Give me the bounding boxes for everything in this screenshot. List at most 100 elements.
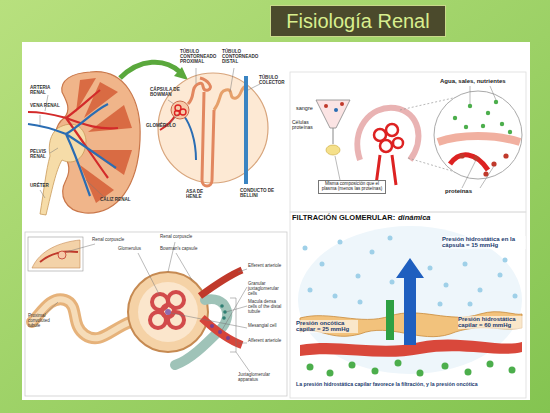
protein-dot <box>503 153 508 158</box>
water-dot <box>486 111 490 115</box>
magnified-circle <box>434 91 522 179</box>
filtrate-dot <box>338 240 343 245</box>
filtrate-dot <box>358 300 363 305</box>
inset-frame <box>28 237 83 271</box>
part-label: sangre <box>296 106 326 112</box>
filtrate-dot <box>468 302 473 307</box>
part-label: TÚBULO CONTORNEADO DISTAL <box>222 50 262 65</box>
protein-dot <box>487 361 494 368</box>
leader-line <box>138 253 160 296</box>
leader-line <box>170 114 178 124</box>
leader-line <box>40 115 41 125</box>
filtration-membrane <box>438 136 520 142</box>
water-dot <box>494 100 498 104</box>
filtrate-dot <box>388 236 393 241</box>
proximal-tubule <box>188 78 210 104</box>
part-label: URÉTER <box>30 184 60 189</box>
glomerulus-loop <box>180 109 186 115</box>
filtrate-dot <box>370 250 375 255</box>
protein-dot <box>395 360 402 367</box>
glomerulus-loop <box>393 138 403 148</box>
protein-dot <box>372 368 379 375</box>
leader-line <box>45 95 48 111</box>
water-dot <box>453 116 457 120</box>
filtrate-dot <box>478 288 483 293</box>
part-label: Glomerulus <box>118 247 152 252</box>
part-label: TÚBULO CONTORNEADO PROXIMAL <box>180 50 220 65</box>
part-label: Efferent arteriole <box>248 264 284 269</box>
filtrate-dot <box>390 280 395 285</box>
glomerulus <box>150 292 184 328</box>
filter-funnel <box>316 100 350 128</box>
water-dot <box>508 130 512 134</box>
leader-line <box>66 244 95 252</box>
water-dot <box>500 122 504 126</box>
inset-vessel <box>40 251 78 262</box>
filtrate-dot <box>463 262 468 267</box>
part-label: Mesangial cell <box>248 324 284 329</box>
leader-line <box>222 287 247 330</box>
protein-dot <box>459 153 464 158</box>
leader-line <box>168 100 174 104</box>
protein-dot <box>442 363 449 370</box>
protein-dot <box>334 108 338 112</box>
leader-line <box>335 156 340 180</box>
leader-lines <box>45 242 250 372</box>
filtrate-dot <box>498 273 503 278</box>
part-label: Bowman's capsule <box>160 247 204 252</box>
filtrate-dot <box>503 258 508 263</box>
leader-lines <box>40 68 260 198</box>
panel-frame <box>290 212 526 398</box>
glomerulus-loop <box>380 140 392 152</box>
part-label: Granular juxtaglomerular cells <box>248 282 284 297</box>
part-label: CONDUCTO DE BELLINI <box>240 189 282 199</box>
part-label: TÚBULO COLECTOR <box>259 76 285 86</box>
zoom-arrow-head <box>174 67 188 80</box>
protein-dot <box>473 155 478 160</box>
granular-cell <box>210 324 214 328</box>
filtrate-dot <box>320 262 325 267</box>
macula-densa-cell <box>220 304 224 308</box>
leader-line <box>40 190 45 198</box>
water-dot <box>481 124 485 128</box>
part-label: Presión oncótica capilar = 25 mmHg <box>296 320 358 333</box>
panel-frame <box>25 232 287 396</box>
part-label: CÁLIZ RENAL <box>100 198 140 203</box>
venule <box>184 116 196 160</box>
capsular-space <box>138 282 198 342</box>
water-dot <box>468 104 472 108</box>
kidney <box>28 72 140 215</box>
protein-dot <box>465 369 472 376</box>
oncotic-bar <box>386 300 394 340</box>
zoom-arrow <box>120 62 180 78</box>
leader-line <box>238 343 247 344</box>
granular-cells <box>210 324 230 340</box>
distal-tubule <box>214 86 246 110</box>
protein-dot <box>491 161 496 166</box>
inset-tissue <box>32 240 80 268</box>
inset-corpuscle <box>58 251 66 259</box>
part-label: Misma composición que el plasma (menos l… <box>318 180 386 194</box>
part-label: Macula densa cells of the distal tubule <box>248 300 284 315</box>
part-label: Renal corpuscle <box>92 238 132 243</box>
part-label: CÁPSULA DE BOWMAN <box>150 88 180 98</box>
part-label: Células proteínas <box>292 120 318 131</box>
renal-artery <box>28 90 118 178</box>
filtrate-dot <box>513 294 518 299</box>
leader-line <box>176 253 192 280</box>
filtrate-drop <box>326 145 340 155</box>
water-dots <box>453 100 512 134</box>
content-area <box>22 42 530 400</box>
leader-line <box>248 84 260 90</box>
part-label: ARTERIA RENAL <box>30 86 60 96</box>
filtrate-dot <box>308 288 313 293</box>
part-label: Juxtaglomerular apparatus <box>238 373 284 383</box>
part-label: Proximal convoluted tubule <box>28 314 60 329</box>
leader-lines <box>462 86 496 188</box>
protein-dot <box>417 370 424 377</box>
part-label: GLOMÉRULO <box>146 124 176 129</box>
capillary <box>450 155 488 170</box>
filter-tube <box>333 128 334 144</box>
